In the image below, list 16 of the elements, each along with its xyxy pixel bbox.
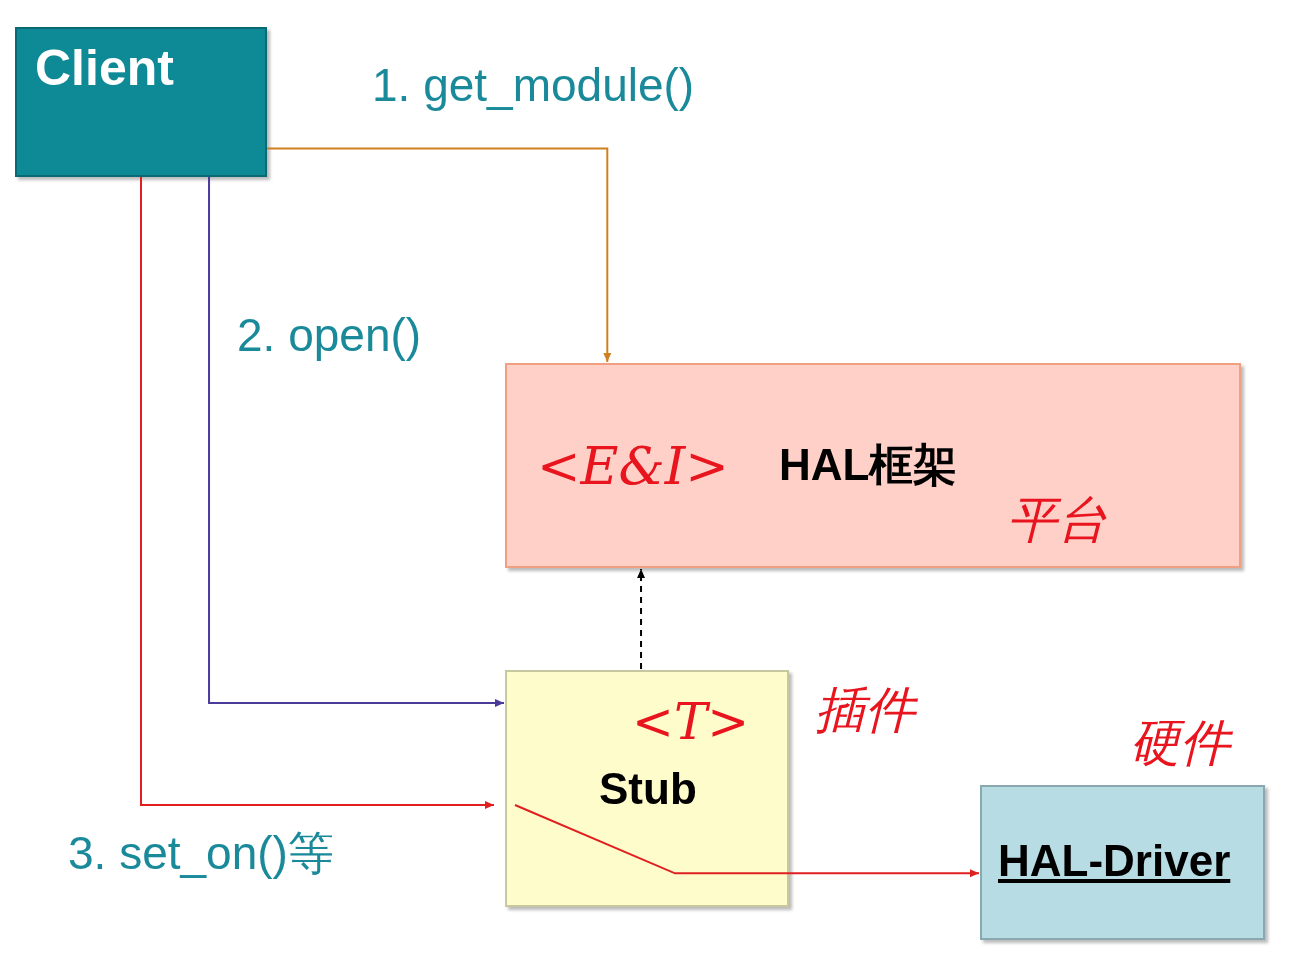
- framework-title: HAL框架: [779, 443, 958, 487]
- driver-box: [980, 785, 1265, 940]
- handwritten-note: 平台: [1007, 495, 1107, 545]
- arrow: [208, 176, 505, 707]
- stub-title: Stub: [599, 767, 697, 811]
- arrow: [266, 147, 612, 363]
- arrow: [514, 804, 980, 878]
- handwritten-note: <T>: [632, 697, 750, 747]
- client-box: [15, 27, 267, 177]
- framework-box: [505, 363, 1241, 568]
- handwritten-note: <E&I>: [537, 440, 729, 492]
- arrow: [637, 568, 646, 670]
- stub-box: [505, 670, 789, 907]
- driver-title: HAL-Driver: [998, 839, 1231, 883]
- client-name: Client: [35, 43, 174, 93]
- arrow: [140, 176, 495, 810]
